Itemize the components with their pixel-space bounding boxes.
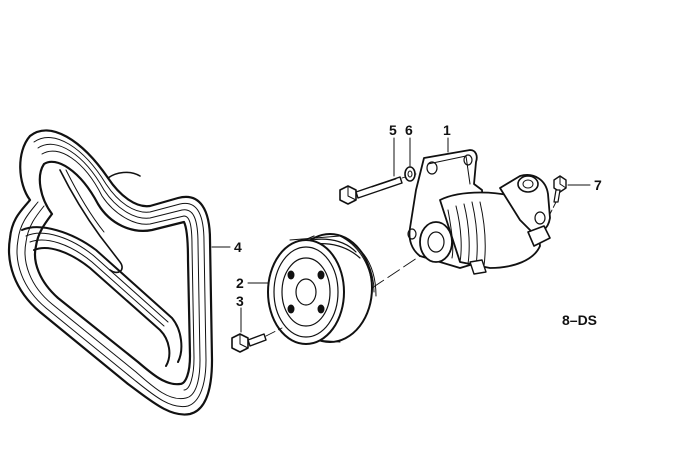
callout-4[interactable]: 4 — [234, 239, 242, 255]
diagram-reference-code: 8–DS — [562, 312, 598, 328]
callout-6[interactable]: 6 — [405, 122, 413, 138]
long-bolt-part-5[interactable] — [339, 173, 417, 205]
bolt-part-7[interactable] — [549, 175, 567, 215]
washer-part-6[interactable] — [404, 166, 416, 182]
callout-1[interactable]: 1 — [443, 122, 451, 138]
callout-3[interactable]: 3 — [236, 293, 244, 309]
ribbed-belt-part-4[interactable] — [7, 129, 214, 416]
callout-5[interactable]: 5 — [389, 122, 397, 138]
callout-2[interactable]: 2 — [236, 275, 244, 291]
bolt-part-3[interactable] — [231, 327, 283, 353]
center-axis-line — [371, 255, 421, 289]
pulley-part-2[interactable] — [267, 233, 377, 345]
power-steering-pump-part-1[interactable] — [407, 149, 551, 275]
callout-7[interactable]: 7 — [594, 177, 602, 193]
